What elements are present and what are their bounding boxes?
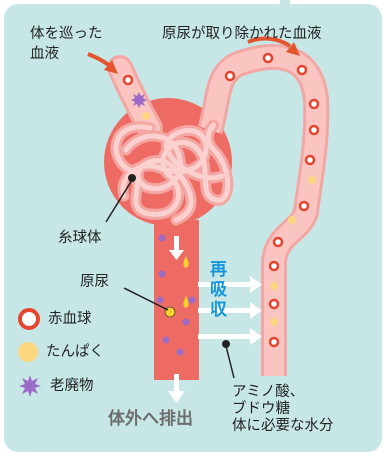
waste-icon: [18, 374, 42, 398]
waste-particle: [131, 92, 147, 108]
protein-dot: [142, 112, 150, 120]
label-circulated-blood: 体を巡った 血液: [30, 24, 103, 64]
label-nutrients: アミノ酸、 ブドウ糖 体に必要な水分: [232, 384, 334, 435]
red-blood-cell-icon: [18, 308, 40, 330]
legend-red-blood-cell: 赤血球: [18, 308, 92, 330]
label-excretion: 体外へ排出: [108, 404, 193, 429]
legend-waste: 老廃物: [18, 374, 94, 398]
reabsorption-arrows: [198, 276, 262, 345]
legend-protein: たんぱく: [18, 342, 104, 362]
protein-icon: [18, 342, 38, 362]
red-blood-cell: [124, 76, 132, 84]
label-glomerulus: 糸球体: [58, 228, 102, 248]
label-filtered-blood: 原尿が取り除かれた血液: [162, 24, 322, 44]
label-primary-urine: 原尿: [80, 272, 109, 292]
label-reabsorption: 再 吸 収: [210, 260, 227, 320]
leader-nutrients: [226, 346, 234, 378]
